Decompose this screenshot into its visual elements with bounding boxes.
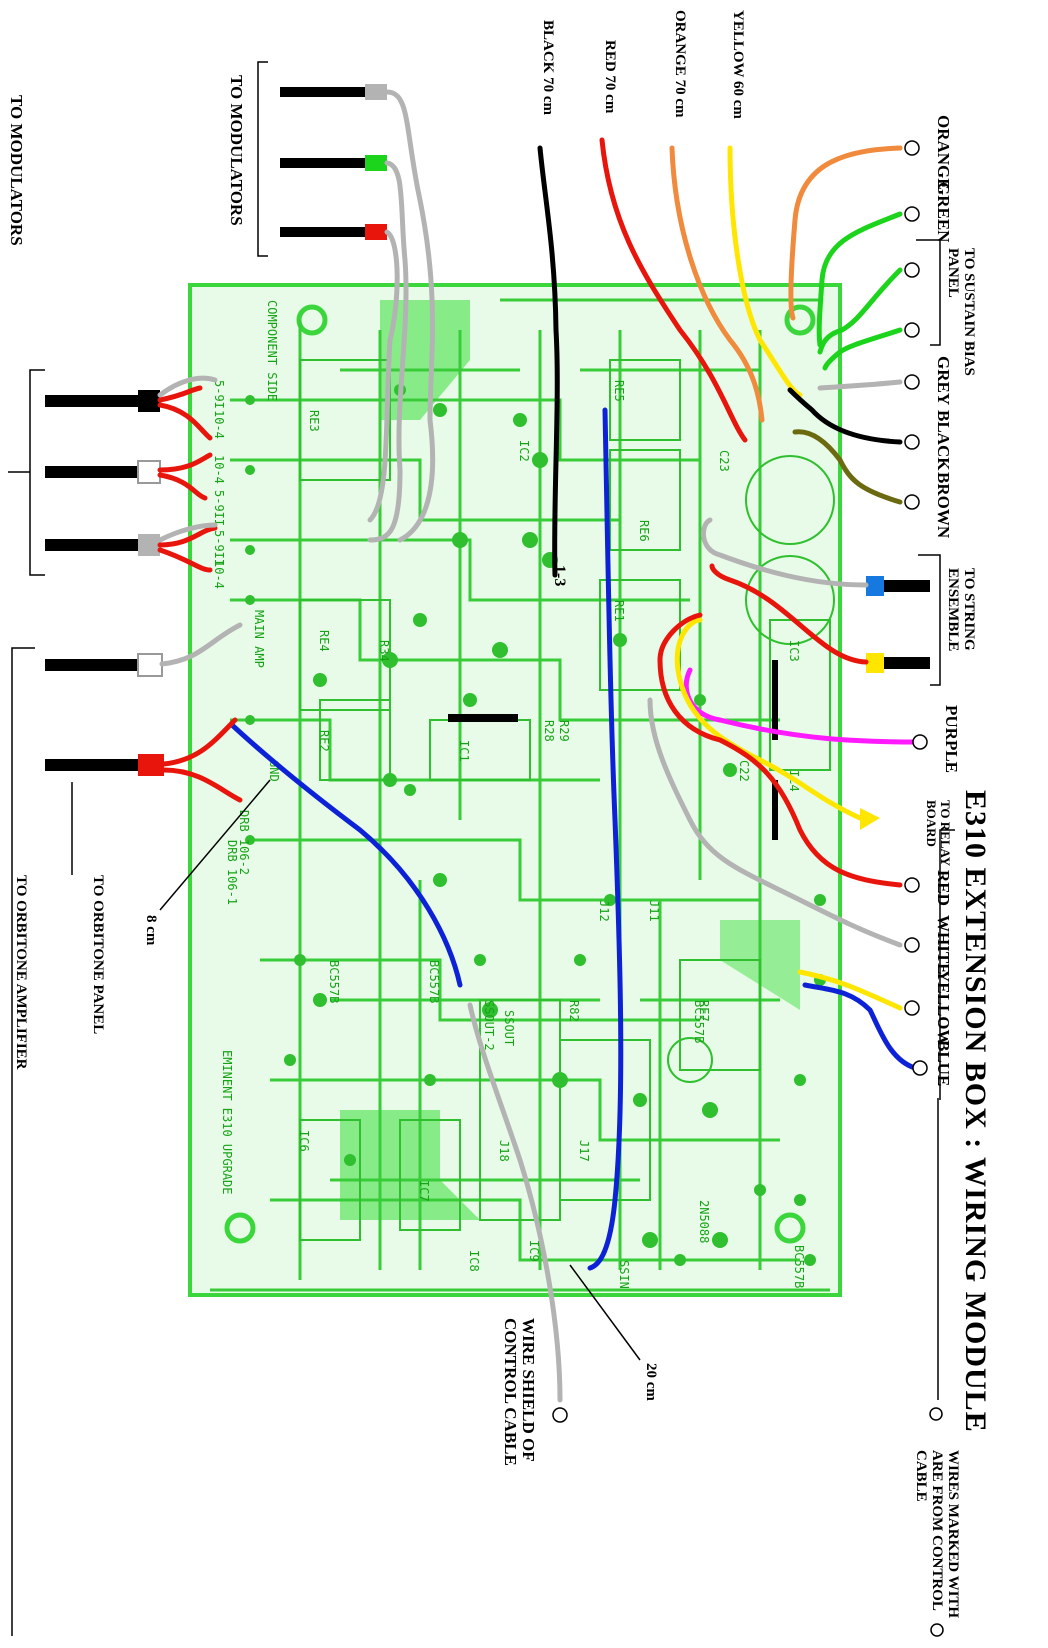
svg-text:RE1: RE1 [612,600,626,622]
pcb-labels: COMPONENT SIDE MAIN AMP EMINENT E310 UPG… [212,300,806,1289]
brown-terminal-label: BROWN [934,472,953,539]
svg-text:IC9: IC9 [527,1240,541,1262]
svg-text:J12: J12 [597,900,611,922]
right-plugs [866,576,930,673]
svg-text:10-4: 10-4 [212,455,226,484]
left-plugs [45,390,164,776]
sustain-bias-label: TO SUSTAIN BIAS [961,248,977,376]
svg-text:RE2: RE2 [317,730,331,752]
svg-text:EMINENT E310 UPGRADE: EMINENT E310 UPGRADE [220,1050,234,1195]
modulators-top-label: TO MODULATORS [227,75,246,226]
svg-text:IC2: IC2 [517,440,531,462]
svg-text:10-4: 10-4 [212,560,226,589]
white-terminal-label: WHITE [934,915,953,975]
svg-text:RE4: RE4 [317,630,331,652]
svg-text:RE7: RE7 [697,1000,711,1022]
relay-board-label-1: TO RELAY [938,800,953,867]
svg-text:RE6: RE6 [637,520,651,542]
svg-text:J18: J18 [497,1140,511,1162]
svg-text:5-9II: 5-9II [212,490,226,526]
string-ensemble-label-2: ENSEMBLE [945,568,961,652]
svg-text:BC557B: BC557B [692,1000,706,1043]
svg-text:5-9I: 5-9I [212,380,226,409]
svg-text:C23: C23 [717,450,731,472]
pcb-label: COMPONENT SIDE [265,300,279,401]
orange-terminal-label: ORANGE [934,115,953,190]
shield-label-2: CONTROL CABLE [501,1318,520,1466]
blue-terminal-label: BLUE [934,1040,953,1087]
grey-terminal-label: GREY [934,356,953,406]
yellow-terminal-label: YELLOW [934,970,953,1047]
svg-text:2N5088: 2N5088 [697,1200,711,1243]
svg-text:R82: R82 [567,1000,581,1022]
svg-text:MAIN AMP: MAIN AMP [252,610,266,668]
red-wire-label: RED 70 cm [602,40,618,114]
page-title: E310 EXTENSION BOX : WIRING MODULE [959,790,992,1433]
svg-text:10-4: 10-4 [212,410,226,439]
orange-wire-label: ORANGE 70 cm [672,10,688,118]
svg-text:R29: R29 [557,720,571,742]
svg-text:R34: R34 [377,640,391,662]
svg-text:IC7: IC7 [417,1180,431,1202]
red-terminal-label: RED [934,870,953,906]
legend-line-1: WIRES MARKED WITH [945,1450,961,1619]
svg-text:BC557B: BC557B [427,960,441,1003]
orbitone-amp-label: TO ORBITONE AMPLIFIER [13,875,29,1070]
svg-text:SSOUT: SSOUT [502,1010,516,1046]
svg-text:RE3: RE3 [307,410,321,432]
svg-text:BC557B: BC557B [792,1245,806,1288]
svg-text:IC1: IC1 [457,740,471,762]
svg-text:DRB 106-2: DRB 106-2 [237,810,251,875]
svg-text:BC557B: BC557B [327,960,341,1003]
wires [157,89,923,1403]
svg-text:RE5: RE5 [612,380,626,402]
svg-text:DRB 106-1: DRB 106-1 [225,840,239,905]
length-20cm-label: 20 cm [643,1363,659,1401]
legend-line-2: ARE FROM CONTROL [929,1450,945,1611]
svg-text:J11: J11 [647,900,661,922]
orbitone-panel-label: TO ORBITONE PANEL [90,875,106,1035]
svg-text:C22: C22 [737,760,751,782]
relay-board-label-2: BOARD [924,800,939,847]
relay-arrow [860,808,880,830]
terminal-circles [552,140,944,1637]
shield-label-1: WIRE SHIELD OF [519,1318,538,1462]
top-plugs [280,84,387,240]
svg-text:SSIN: SSIN [617,1260,631,1289]
purple-terminal-label: PURPLE [942,705,961,773]
length-8cm-label: 8 cm [143,915,159,946]
brackets [8,61,955,1636]
sustain-panel-label: PANEL [945,248,961,298]
legend-line-3: CABLE [913,1450,929,1502]
svg-text:R28: R28 [542,720,556,742]
black-wire-label: BLACK 70 cm [540,20,556,115]
green-terminal-label: GREEN [934,182,953,243]
svg-text:SSOUT-2: SSOUT-2 [482,1000,496,1051]
modulators-left-label: TO MODULATORS [7,95,26,246]
svg-text:5-9II: 5-9II [212,530,226,566]
svg-text:IC8: IC8 [467,1250,481,1272]
svg-text:J17: J17 [577,1140,591,1162]
pcb-board: COMPONENT SIDE MAIN AMP EMINENT E310 UPG… [188,283,842,1297]
string-ensemble-label-1: TO STRING [961,568,977,651]
svg-text:IC6: IC6 [297,1130,311,1152]
black-terminal-label: BLACK [934,410,953,471]
svg-text:IC3: IC3 [787,640,801,662]
yellow-wire-label: YELLOW 60 cm [730,10,746,119]
